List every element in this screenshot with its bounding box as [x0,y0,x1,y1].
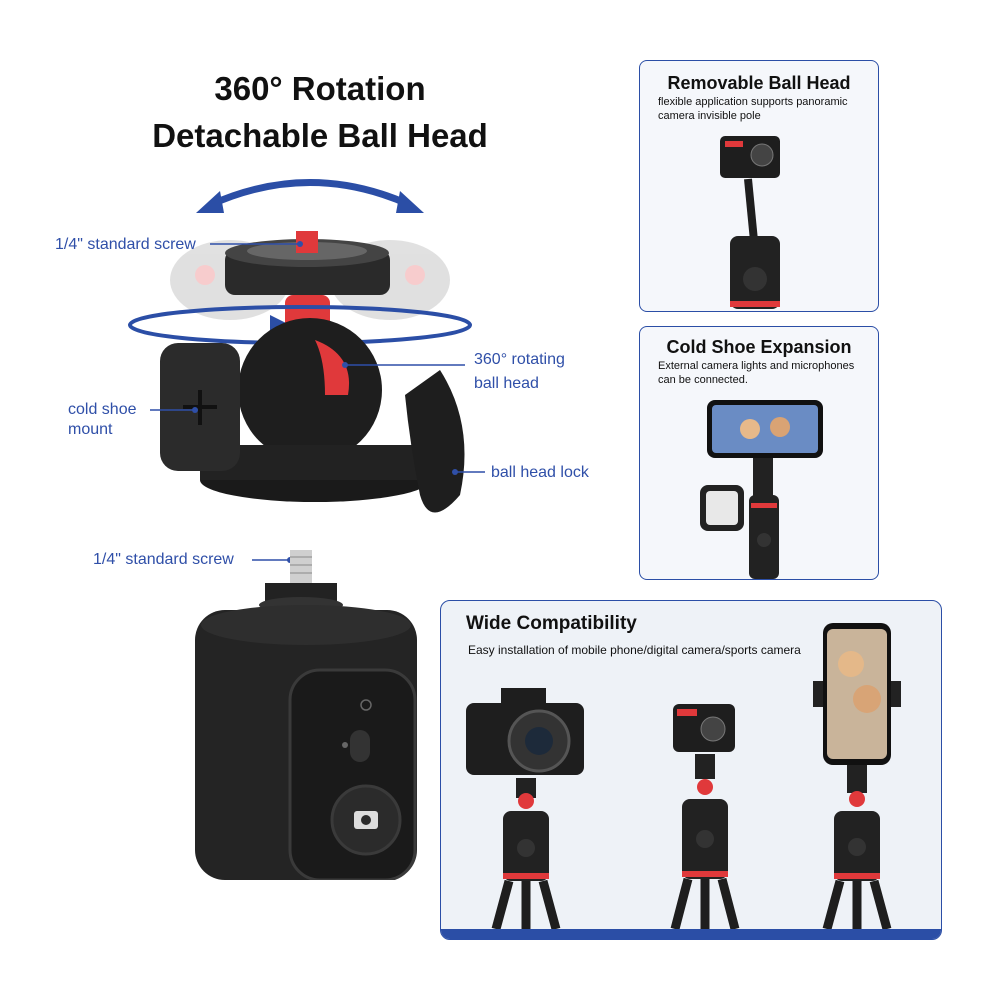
callout-cold-shoe-line2: mount [68,421,113,438]
ball-head-illustration [128,179,472,513]
panel-removable-ball-head: Removable Ball Head flexible application… [639,60,879,312]
callout-rotating-line1: 360° rotating [474,351,565,368]
callout-lock: ball head lock [491,464,589,481]
digital-camera-on-tripod-image [466,688,584,929]
hero-title-line1: 360° Rotation [214,70,426,107]
action-camera-on-tripod-image [670,704,740,929]
panel-cold-shoe-expansion: Cold Shoe Expansion External camera ligh… [639,326,879,580]
handle-closeup [195,550,417,880]
panel-cold-shoe-title: Cold Shoe Expansion [666,337,852,357]
panel-removable-desc-line1: flexible application supports panoramic [658,96,848,108]
panel-cold-shoe-desc-line1: External camera lights and microphones [658,360,855,372]
callout-cold-shoe-line1: cold shoe [68,401,137,418]
callout-screw-bottom: 1/4" standard screw [93,551,234,568]
panel-wide-title: Wide Compatibility [466,613,637,634]
panel-wide-desc: Easy installation of mobile phone/digita… [468,643,801,657]
callout-screw-top: 1/4" standard screw [55,236,196,253]
rotation-arrow-icon [196,179,424,213]
phone-and-light-on-pole-image [700,400,823,579]
phone-on-tripod-image [813,623,901,929]
hero-title-line2: Detachable Ball Head [152,117,488,154]
panel-wide-accent-bar [441,929,941,939]
camera-shutter-icon [354,811,378,829]
panel-removable-title: Removable Ball Head [667,73,851,93]
action-camera-on-pole-image [720,136,780,309]
callout-rotating-line2: ball head [474,375,539,392]
panel-removable-desc-line2: camera invisible pole [658,110,761,122]
panel-cold-shoe-desc-line2: can be connected. [658,374,748,386]
panel-wide-compatibility: Wide Compatibility Easy installation of … [440,600,942,940]
power-icon [360,699,372,711]
